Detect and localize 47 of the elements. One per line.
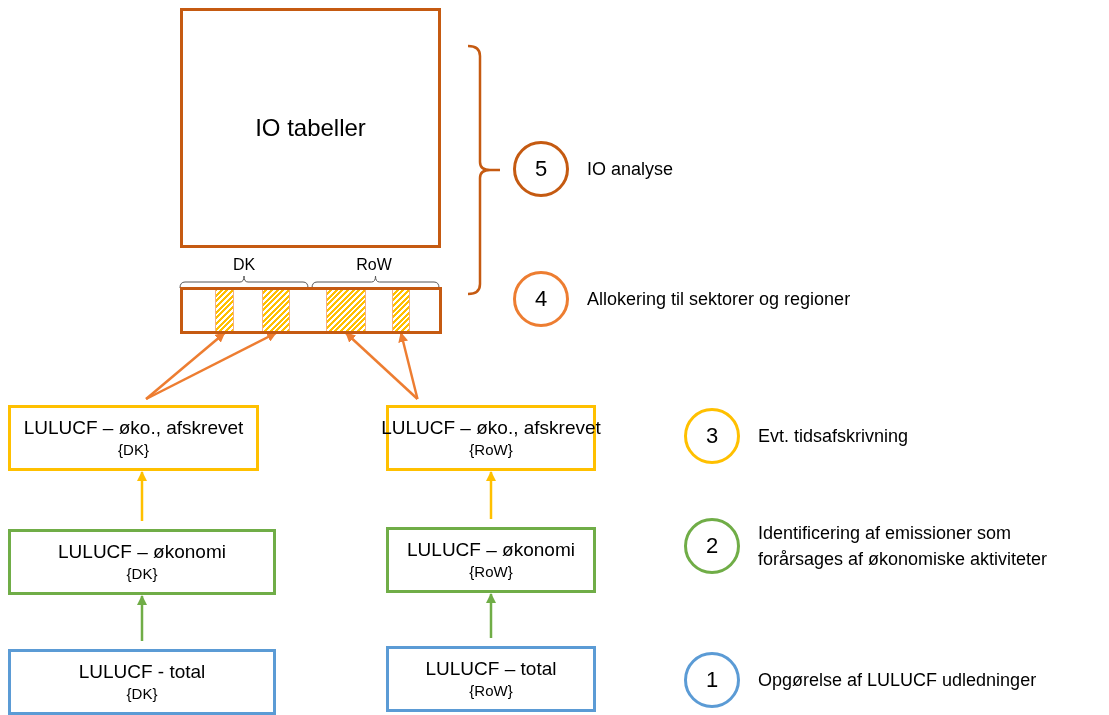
arrow <box>137 595 147 641</box>
box-title: LULUCF – øko., afskrevet <box>23 416 244 440</box>
hatched-segment <box>392 290 410 331</box>
step-description: Identificering af emissioner som forårsages af økonomiske aktiviteter <box>758 522 1049 571</box>
sector-bar <box>180 287 442 334</box>
step-number: 1 <box>705 668 719 692</box>
region-label: {RoW} <box>469 681 513 701</box>
step-number: 4 <box>534 287 548 311</box>
region-label: RoW <box>356 256 392 274</box>
arrow <box>137 471 147 521</box>
step-number: 3 <box>705 424 719 448</box>
region-label: {RoW} <box>469 440 513 460</box>
box-title: LULUCF – økonomi <box>58 540 226 564</box>
hatched-segment <box>326 290 366 331</box>
step-description: IO analyse <box>587 158 675 181</box>
process-box <box>8 529 276 595</box>
process-box <box>180 8 441 248</box>
arrow <box>486 593 496 638</box>
arrow <box>486 471 496 519</box>
step-circle <box>513 141 569 197</box>
hatched-segment <box>262 290 290 331</box>
region-label: {DK} <box>126 564 158 584</box>
box-title: LULUCF – total <box>425 657 557 681</box>
process-box <box>386 527 596 593</box>
hatched-segment <box>215 290 234 331</box>
process-box <box>8 649 276 715</box>
box-title: LULUCF – økonomi <box>407 538 575 562</box>
step-circle <box>684 652 740 708</box>
process-box <box>386 646 596 712</box>
region-label: {RoW} <box>469 562 513 582</box>
step-description: Evt. tidsafskrivning <box>758 425 910 448</box>
step-circle <box>684 518 740 574</box>
process-box <box>8 405 259 471</box>
step-description: Allokering til sektorer og regioner <box>587 288 852 311</box>
region-label: {DK} <box>118 440 149 460</box>
region-label: {DK} <box>126 684 158 704</box>
step-number: 5 <box>534 157 548 181</box>
arrow <box>345 332 419 400</box>
step-number: 2 <box>705 534 719 558</box>
region-label: DK <box>232 256 256 274</box>
step-circle <box>513 271 569 327</box>
box-title: LULUCF - total <box>78 660 206 684</box>
step-description: Opgørelse af LULUCF udledninger <box>758 669 1038 692</box>
arrow <box>145 332 226 400</box>
box-title: IO tabeller <box>255 116 366 140</box>
step-circle <box>684 408 740 464</box>
arrow <box>398 332 419 400</box>
